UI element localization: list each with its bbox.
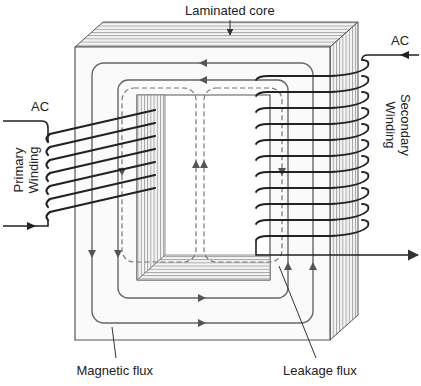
signal-label: AC [391, 33, 409, 48]
winding-label: Secondary Winding [383, 85, 413, 165]
part-label: Laminated core [185, 3, 275, 18]
winding-label: Primary Winding [11, 139, 41, 201]
leader-line [279, 266, 316, 358]
core-side-face [330, 22, 358, 340]
flux-line [92, 63, 313, 323]
signal-label: AC [31, 99, 49, 114]
flux-arrows [88, 59, 317, 327]
secondary-wire [256, 240, 418, 255]
leader-line [230, 20, 231, 35]
secondary-coil [256, 60, 368, 240]
window-wall [137, 95, 165, 280]
wire-arrow [27, 222, 36, 230]
wire-arrow [400, 51, 409, 59]
secondary-wire [362, 55, 419, 60]
leader-line [112, 327, 116, 358]
part-label: Leakage flux [283, 363, 357, 378]
core-top-face [75, 22, 358, 47]
primary-wire [3, 121, 48, 142]
primary-wire [3, 220, 48, 226]
core-front-face [75, 47, 330, 340]
primary-coil [46, 110, 155, 220]
part-label: Magnetic flux [77, 363, 154, 378]
